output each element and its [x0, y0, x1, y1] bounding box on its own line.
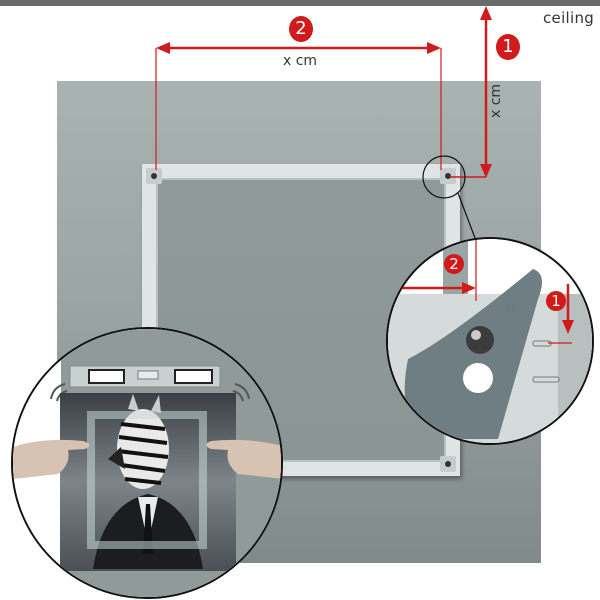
corner-bracket-bottom-right — [440, 456, 456, 472]
detail-step-badge-2: 2 — [444, 254, 464, 274]
leveling-illustration — [13, 329, 281, 597]
leveling-magnifier — [11, 327, 283, 599]
vertical-dimension-label: x cm — [488, 83, 504, 118]
step-badge-2: 2 — [289, 16, 313, 42]
corner-hanger-top-left — [146, 168, 162, 184]
step-badge-1: 1 — [496, 34, 520, 60]
ceiling-line — [0, 0, 600, 6]
corner-hanger-top-right — [440, 168, 456, 184]
ceiling-label: ceiling — [543, 9, 595, 27]
hanger-detail-magnifier: 2 1 — [386, 237, 594, 445]
hanger-detail-illustration — [388, 239, 592, 443]
detail-step-badge-1: 1 — [546, 291, 566, 311]
horizontal-dimension-label: x cm — [283, 53, 318, 69]
